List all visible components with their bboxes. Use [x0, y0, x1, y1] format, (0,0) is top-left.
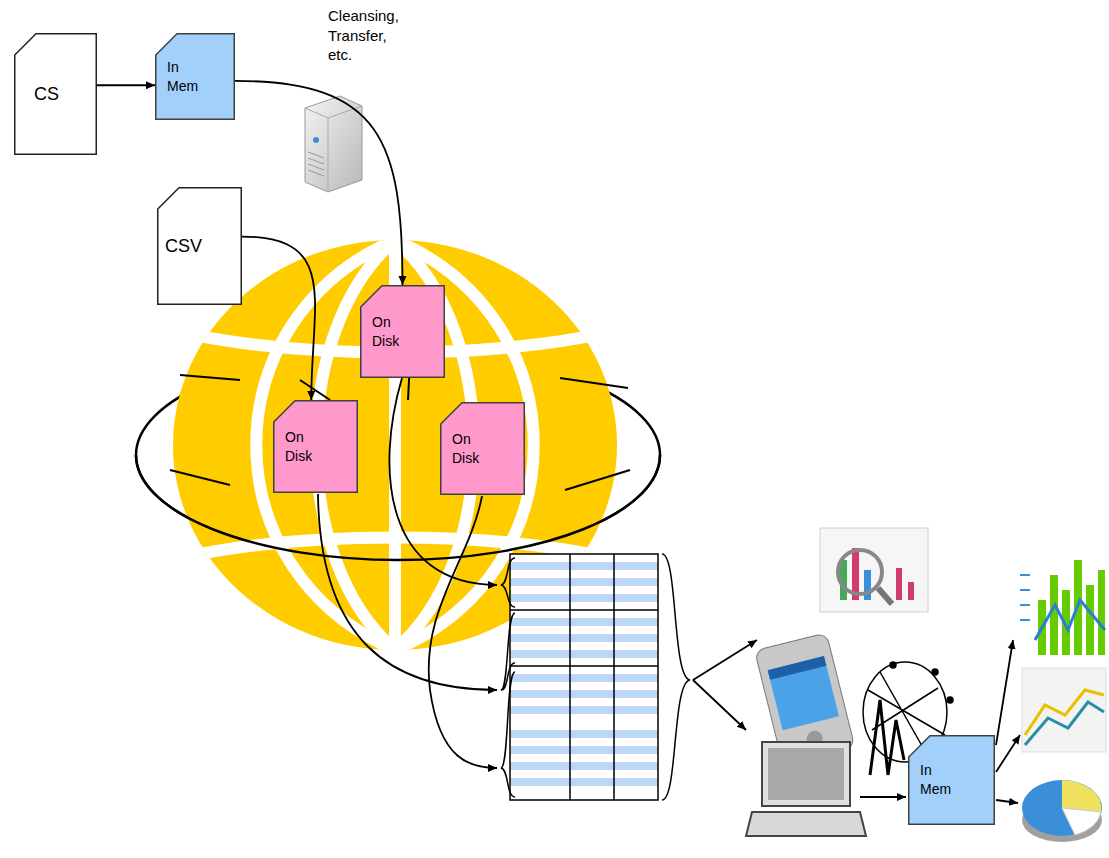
document-shape [360, 285, 445, 378]
node-text: CSV [165, 234, 236, 258]
document-shape [440, 402, 525, 495]
node-text: On Disk [285, 428, 325, 466]
in-memory-block: In Mem [908, 735, 995, 825]
document-shape [273, 400, 358, 493]
laptop-icon [746, 742, 866, 836]
pocket-pc-icon [755, 528, 928, 765]
node-text: On Disk [372, 313, 412, 351]
in-memory-block: In Mem [155, 33, 235, 120]
server-icon [305, 96, 362, 192]
on-disk-block: On Disk [440, 402, 525, 495]
flow-connector [242, 237, 315, 400]
data-table [501, 554, 690, 800]
flow-connector [97, 84, 155, 86]
on-disk-block: On Disk [273, 400, 358, 493]
node-text: In Mem [167, 58, 207, 96]
node-text: On Disk [452, 430, 492, 468]
source-document: CS [14, 33, 97, 155]
chart-icons [1020, 560, 1106, 842]
csv-document: CSV [157, 187, 242, 305]
flow-connector [235, 81, 403, 285]
on-disk-block: On Disk [360, 285, 445, 378]
document-shape [908, 735, 995, 825]
node-text: In Mem [920, 761, 960, 799]
process-note: Cleansing, Transfer, etc. [328, 6, 408, 65]
flow-arrows [318, 378, 1020, 803]
document-shape [155, 33, 235, 120]
node-text: CS [34, 82, 91, 106]
